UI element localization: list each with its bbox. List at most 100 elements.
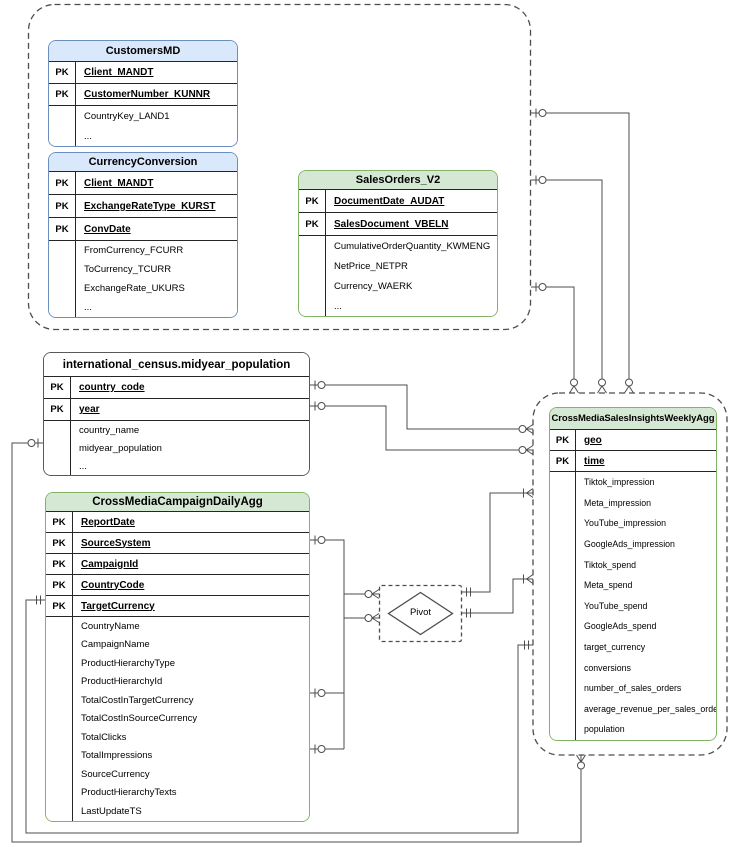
- pk-key-label: [46, 802, 73, 821]
- column-name: DocumentDate_AUDAT: [334, 195, 445, 207]
- column-name: TotalCostInTargetCurrency: [81, 694, 194, 706]
- column-name: TargetCurrency: [81, 600, 155, 612]
- currency-conversion-row-tocurrency_tcurr: ToCurrency_TCURR: [49, 260, 237, 279]
- column-name: ...: [79, 460, 87, 472]
- cross-media-sales-insights-weekly-agg-row-average_revenue_per_sales_order: average_revenue_per_sales_order: [550, 698, 716, 720]
- pk-key-label: [49, 106, 76, 126]
- pk-key-label: [46, 783, 73, 802]
- pk-key-label: PK: [550, 430, 576, 450]
- rel-pivot-weekly-1: [462, 492, 533, 593]
- cross-media-sales-insights-weekly-agg-row-number_of_sales_orders: number_of_sales_orders: [550, 677, 716, 699]
- cross-media-sales-insights-weekly-agg-row-googleads_spend: GoogleAds_spend: [550, 616, 716, 637]
- pk-key-label: [299, 296, 326, 316]
- pk-key-label: [44, 457, 71, 475]
- currency-conversion-row-exchangerate_ukurs: ExchangeRate_UKURS: [49, 279, 237, 298]
- pk-key-label: PK: [44, 399, 71, 420]
- pk-key-label: [44, 421, 71, 439]
- cross-media-sales-insights-weekly-agg-row-tiktok_spend: Tiktok_spend: [550, 554, 716, 575]
- rel-pivot-weekly-2: [462, 578, 533, 614]
- customers-md-row-countrykey_land1: CountryKey_LAND1: [49, 106, 237, 126]
- cross-media-campaign-daily-agg-row-producthierarchytype: ProductHierarchyType: [46, 654, 309, 673]
- pk-key-label: [550, 574, 576, 596]
- cross-media-sales-insights-weekly-agg-row-youtube_spend: YouTube_spend: [550, 595, 716, 617]
- pk-key-label: PK: [299, 213, 326, 235]
- pk-key-label: [49, 279, 76, 298]
- column-name: GoogleAds_impression: [584, 539, 675, 550]
- cross-media-campaign-daily-agg-row-lastupdatets: LastUpdateTS: [46, 802, 309, 821]
- column-name: CountryKey_LAND1: [84, 110, 170, 122]
- cross-media-campaign-daily-agg-row-campaignname: CampaignName: [46, 635, 309, 654]
- pk-key-label: PK: [46, 533, 73, 553]
- pk-key-label: [299, 276, 326, 296]
- pk-key-label: [550, 595, 576, 617]
- rel-census-weekly-time: [310, 405, 533, 451]
- cross-media-sales-insights-weekly-agg-row-youtube_impression: YouTube_impression: [550, 513, 716, 534]
- column-name: target_currency: [584, 642, 646, 653]
- column-name: Client_MANDT: [84, 67, 154, 78]
- column-name: ReportDate: [81, 516, 135, 528]
- pk-key-label: PK: [46, 512, 73, 532]
- pk-key-label: [46, 765, 73, 784]
- rel-census-weekly-geo: [310, 384, 533, 430]
- column-name: ...: [84, 130, 92, 142]
- midyear-population-row-midyear_population: midyear_population: [44, 439, 309, 457]
- pk-key-label: PK: [299, 190, 326, 212]
- column-name: GoogleAds_spend: [584, 621, 657, 632]
- rel-daily-pivot: [310, 539, 379, 750]
- cross-media-campaign-daily-agg-row-reportdate: PK ReportDate: [46, 512, 309, 533]
- cross-media-campaign-daily-agg-row-producthierarchytexts: ProductHierarchyTexts: [46, 783, 309, 802]
- column-name: CampaignName: [81, 639, 150, 651]
- cross-media-campaign-daily-agg-row-totalclicks: TotalClicks: [46, 728, 309, 747]
- cross-media-sales-insights-weekly-agg-row-googleads_impression: GoogleAds_impression: [550, 533, 716, 555]
- cross-media-sales-insights-weekly-agg-row-meta_impression: Meta_impression: [550, 492, 716, 514]
- pk-key-label: [550, 698, 576, 720]
- column-name: average_revenue_per_sales_order: [584, 703, 716, 714]
- pk-key-label: [550, 554, 576, 575]
- column-name: population: [584, 724, 625, 735]
- column-name: country_name: [79, 424, 140, 436]
- column-name: ...: [84, 302, 92, 313]
- sales-orders-v2-row-currency_waerk: Currency_WAERK: [299, 276, 497, 296]
- pk-key-label: [299, 236, 326, 256]
- rel-sources-weekly-3: [531, 286, 575, 386]
- pk-key-label: [550, 492, 576, 514]
- currency-conversion-row-ellipsis: ...: [49, 298, 237, 317]
- column-name: TotalClicks: [81, 731, 127, 743]
- pivot-diamond: [387, 591, 454, 636]
- column-name: Tiktok_impression: [584, 477, 655, 488]
- column-name: SourceCurrency: [81, 768, 150, 780]
- column-name: ConvDate: [84, 223, 131, 235]
- column-name: midyear_population: [79, 442, 162, 454]
- column-name: Meta_impression: [584, 497, 651, 508]
- cross-media-sales-insights-weekly-agg-row-conversions: conversions: [550, 657, 716, 678]
- sales-orders-v2-title: SalesOrders_V2: [299, 171, 497, 190]
- pivot-box: [378, 584, 463, 643]
- pk-key-label: [46, 654, 73, 673]
- pk-key-label: PK: [49, 84, 76, 105]
- column-name: CountryName: [81, 620, 140, 632]
- column-name: time: [584, 455, 605, 467]
- column-name: CustomerNumber_KUNNR: [84, 89, 211, 100]
- pk-key-label: [46, 746, 73, 765]
- column-name: FromCurrency_FCURR: [84, 245, 184, 256]
- pk-key-label: [44, 439, 71, 457]
- pk-key-label: [49, 241, 76, 260]
- pk-key-label: [550, 533, 576, 555]
- column-name: conversions: [584, 662, 631, 673]
- pk-key-label: [550, 657, 576, 678]
- rel-sources-weekly-1: [531, 112, 630, 386]
- column-name: country_code: [79, 382, 145, 393]
